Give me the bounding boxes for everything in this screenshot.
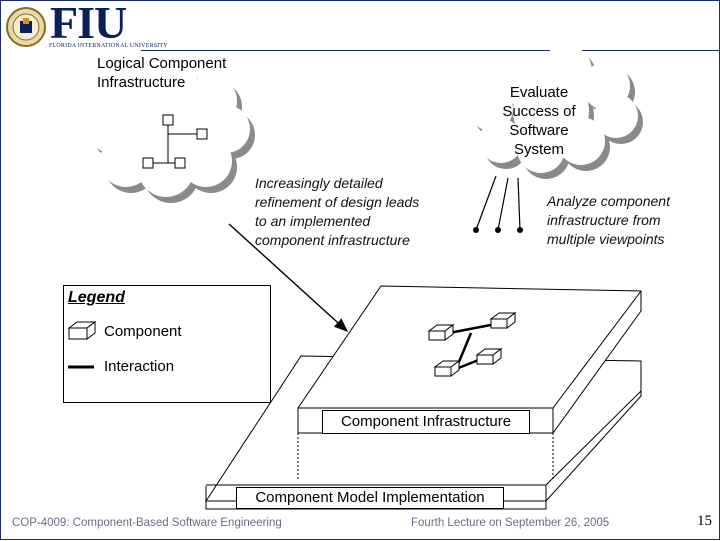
component-node [427,324,455,341]
component-node [433,360,461,377]
viewpoint-dot [495,227,501,233]
header-rule [141,50,719,51]
logical-component-tree [142,114,208,169]
component-infrastructure-platform [297,285,642,481]
viewpoint-lines [475,175,521,231]
legend-title: Legend [68,289,125,306]
component-network [427,312,517,377]
footer-course: COP-4009: Component-Based Software Engin… [12,517,282,529]
component-node [489,312,517,329]
logical-component-label: Logical Component Infrastructure [97,55,227,91]
refinement-arrow [228,223,349,332]
viewpoint-dot [473,227,479,233]
legend-component-label: Component [104,323,182,340]
footer-lecture: Fourth Lecture on September 26, 2005 [411,517,610,529]
page-number: 15 [697,513,712,529]
legend-interaction-label: Interaction [104,358,175,375]
legend: Legend Component Interaction [63,285,271,403]
component-node [475,348,503,365]
component-model-implementation-label: Component Model Implementation [236,487,504,509]
component-infrastructure-label: Component Infrastructure [322,410,530,434]
analyze-label: Analyze component infrastructure from mu… [547,193,670,247]
component-icon [67,321,97,340]
evaluate-label: Evaluate Success of Software System [502,84,576,158]
refinement-label: Increasingly detailed refinement of desi… [255,175,420,248]
university-seal-icon [6,7,46,47]
viewpoint-dot [517,227,523,233]
fiu-logo: FIU FLORIDA INTERNATIONAL UNIVERSITY [3,0,168,51]
logo-subtext: FLORIDA INTERNATIONAL UNIVERSITY [49,43,168,49]
evaluate-cloud [469,45,643,179]
interaction-line-icon [68,365,94,369]
logical-component-cloud [89,63,255,203]
logo-wordmark: FIU [50,0,127,48]
